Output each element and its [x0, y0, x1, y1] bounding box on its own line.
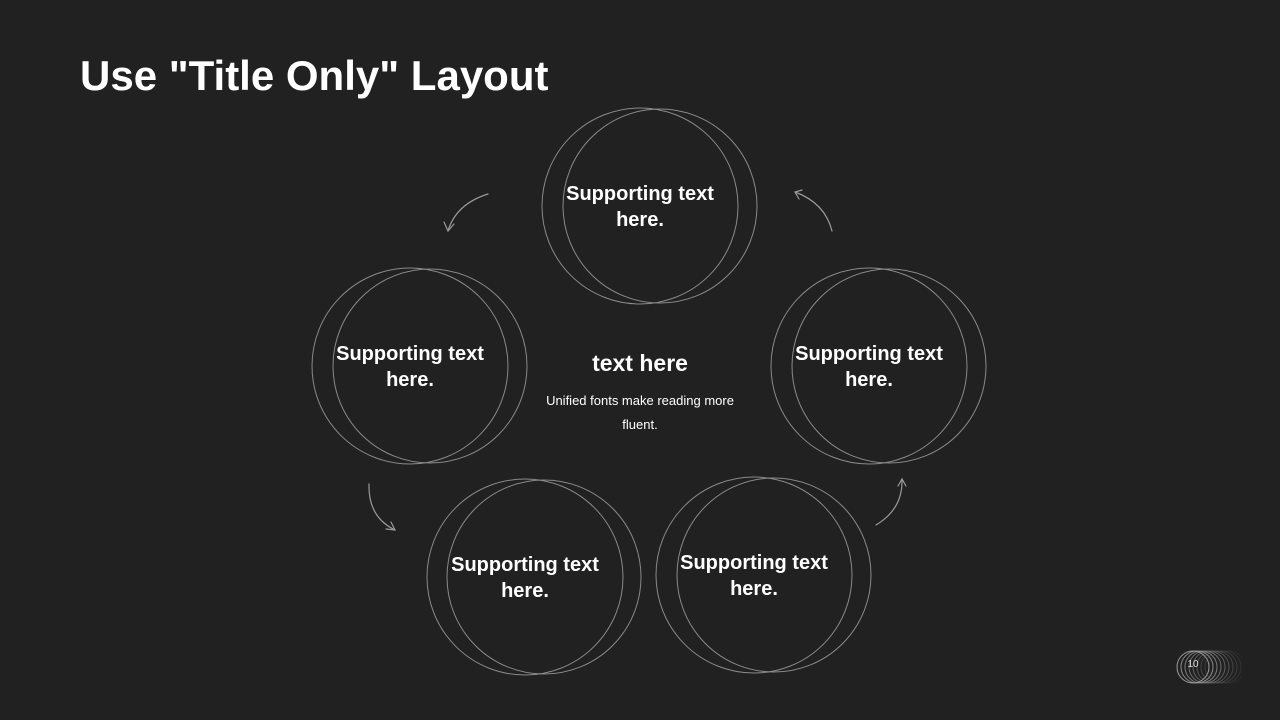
slide-title: Use "Title Only" Layout: [80, 52, 549, 99]
arrow-left-down: [368, 483, 397, 531]
page-badge-rings-icon: [1176, 650, 1242, 684]
arrow-top-right: [794, 189, 833, 232]
node-circle-right: [770, 267, 987, 465]
center-body-text: Unified fonts make reading more fluent.: [546, 393, 734, 432]
page-number: 10: [1187, 659, 1199, 670]
arrow-top-left: [443, 193, 489, 233]
node-label-bottom-left: Supporting text here.: [451, 554, 599, 602]
node-circle-left: [311, 267, 528, 465]
node-label-bottom-right: Supporting text here.: [680, 552, 828, 600]
center-heading: text here: [592, 350, 688, 376]
node-label-right: Supporting text here.: [795, 343, 943, 391]
arrow-right-up: [875, 477, 907, 526]
node-label-left: Supporting text here.: [336, 343, 484, 391]
node-circle-bottom-right: [655, 476, 872, 674]
node-circle-top: [541, 107, 758, 305]
node-label-top: Supporting text here.: [566, 183, 714, 231]
node-circle-bottom-left: [426, 478, 642, 676]
